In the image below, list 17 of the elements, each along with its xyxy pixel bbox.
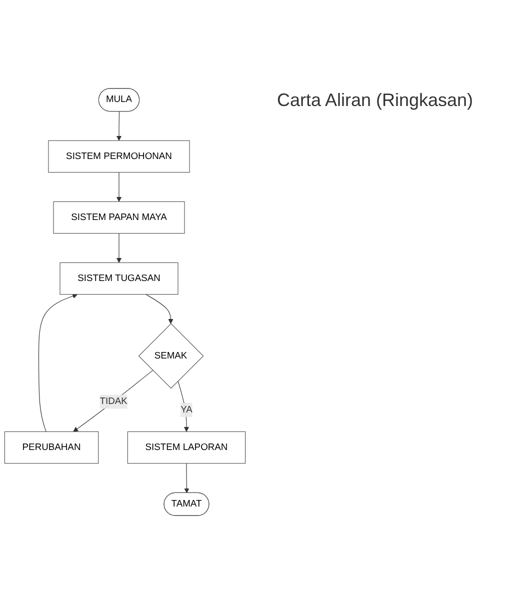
node-box: SISTEM PERMOHONAN: [48, 140, 190, 173]
node-box: SISTEM TUGASAN: [60, 262, 178, 295]
arrow: [38, 294, 78, 432]
node-diamond: SEMAK: [138, 323, 204, 389]
arrow: [116, 111, 122, 141]
node-box: SISTEM LAPORAN: [127, 431, 246, 464]
edge-label: TIDAK: [100, 396, 128, 406]
arrow: [178, 380, 190, 432]
edge-label: YA: [180, 404, 192, 415]
arrow: [184, 463, 190, 494]
arrow: [146, 294, 174, 324]
arrow: [116, 172, 122, 202]
arrow: [116, 233, 122, 263]
node-box: SISTEM PAPAN MAYA: [53, 201, 185, 234]
node-box: PERUBAHAN: [4, 431, 99, 464]
diagram-title: Carta Aliran (Ringkasan): [276, 90, 474, 111]
arrow: [73, 370, 154, 432]
